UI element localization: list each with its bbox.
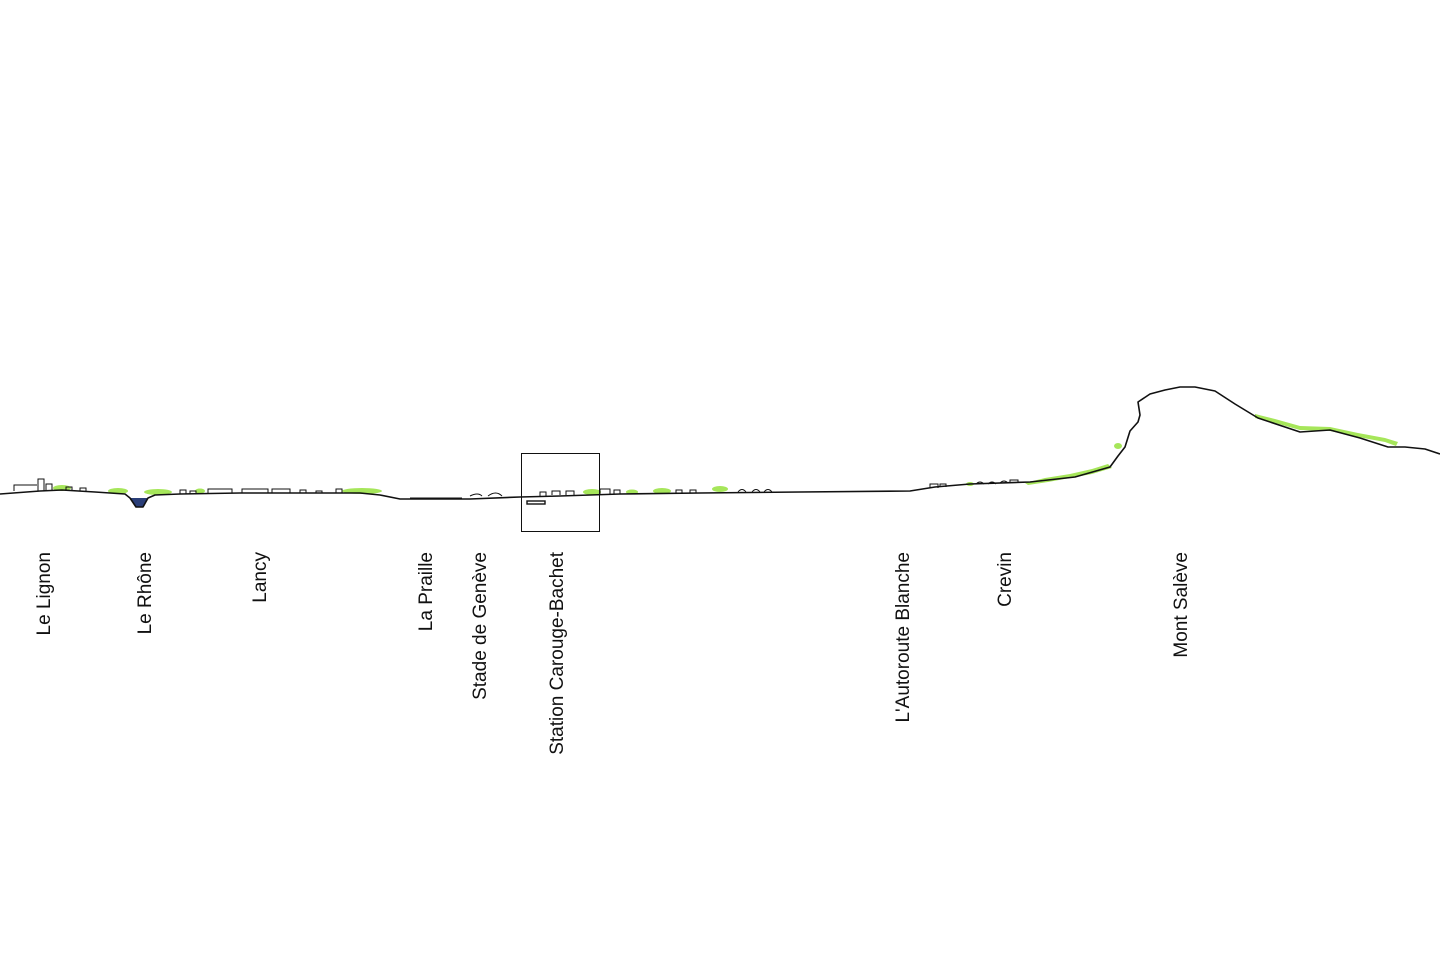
vegetation-east-2	[712, 486, 728, 492]
buildings-lancy-row-2	[241, 488, 307, 493]
label-autoroute-blanche: L'Autoroute Blanche	[893, 552, 914, 723]
label-crevin: Crevin	[995, 552, 1016, 607]
label-mont-saleve: Mont Salève	[1171, 552, 1192, 658]
label-la-praille: La Praille	[416, 552, 437, 632]
buildings-crevin-row	[975, 479, 1019, 485]
stade-de-geneve-structure	[469, 492, 503, 497]
label-le-rhone: Le Rhône	[135, 552, 156, 635]
buildings-carouge-row-2	[599, 488, 621, 494]
buildings-lancy-row-3	[315, 488, 343, 493]
vegetation-rhone-east	[144, 489, 172, 495]
vegetation-carouge	[583, 489, 601, 495]
vegetation-strips	[53, 414, 1398, 495]
buildings-lancy-row-1	[179, 488, 233, 494]
label-stade-de-geneve: Stade de Genève	[470, 552, 491, 700]
buildings-carouge-row-1	[539, 490, 575, 496]
station-highlight-frame	[521, 453, 600, 532]
building-lignon-tower	[37, 478, 45, 491]
buildings-lignon-row	[65, 486, 87, 491]
label-le-lignon: Le Lignon	[34, 552, 55, 636]
building-lignon-small	[45, 483, 53, 491]
label-station-carouge-bachet: Station Carouge-Bachet	[547, 552, 568, 755]
vegetation-east-1	[653, 488, 671, 494]
terrain-profile-line	[0, 386, 1440, 508]
vegetation-crevin-patch	[1114, 443, 1122, 449]
station-platform	[526, 500, 546, 505]
buildings-east-row	[675, 489, 773, 493]
buildings-autoroute	[929, 483, 947, 488]
building-lignon-low	[13, 484, 37, 491]
vegetation-lancy	[195, 488, 205, 494]
label-lancy: Lancy	[250, 552, 271, 603]
